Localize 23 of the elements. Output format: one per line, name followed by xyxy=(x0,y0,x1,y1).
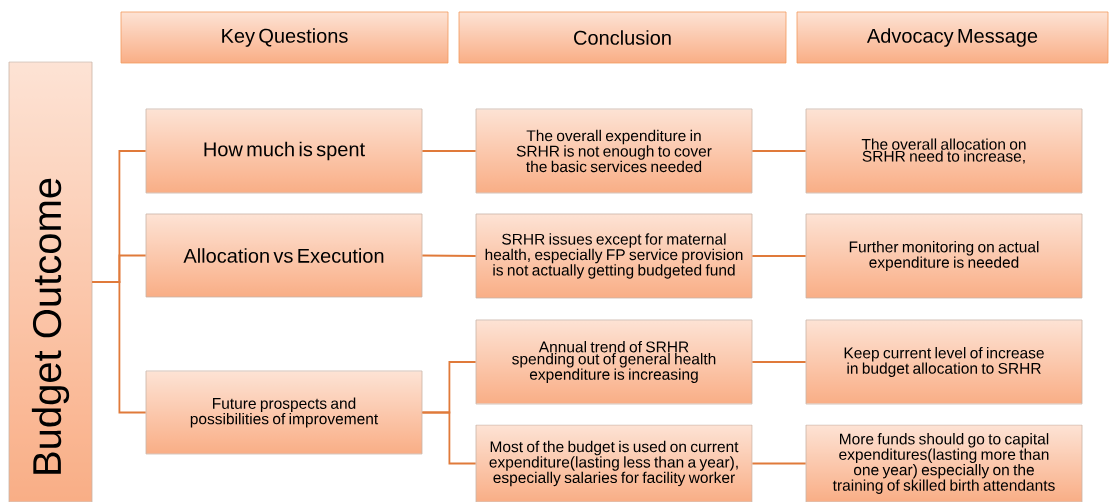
connector xyxy=(91,281,147,414)
advocacy-box: Further monitoring on actual expenditure is needed xyxy=(805,213,1083,299)
conclusion-box: Annual trend of SRHR spending out of general health expenditure is increasing xyxy=(475,319,753,405)
connector xyxy=(421,254,477,257)
advocacy-box: Keep current level of increase in budget allocation to SRHR xyxy=(805,319,1083,405)
connector xyxy=(421,150,477,152)
connector xyxy=(421,411,477,465)
header-box: Conclusion xyxy=(458,11,787,64)
question-box: Future prospects and possibilities of improvement xyxy=(145,370,423,455)
conclusion-box: SRHR issues except for maternal health, especially FP service provision is not actually getting budgeted fund xyxy=(475,213,753,299)
header-box: Advocacy Message xyxy=(796,11,1109,64)
header-box: Key Questions xyxy=(120,11,449,64)
question-box: How much is spent xyxy=(145,108,423,194)
connector xyxy=(751,255,807,257)
conclusion-box: The overall expenditure in SRHR is not enough to cover the basic services needed xyxy=(475,108,753,194)
advocacy-box: More funds should go to capital expenditures(lasting more than one year) especially on the training of skilled birth attendants xyxy=(805,424,1083,502)
connector xyxy=(751,150,807,152)
vertical-band: Budget Outcome xyxy=(8,61,93,502)
question-box: Allocation vs Execution xyxy=(145,213,423,298)
advocacy-box: The overall allocation on SRHR need to increase, xyxy=(805,108,1083,194)
conclusion-box: Most of the budget is used on current expenditure(lasting less than a year), especially salaries for facility worker xyxy=(475,424,753,502)
connector xyxy=(751,462,807,465)
connector xyxy=(751,361,807,363)
